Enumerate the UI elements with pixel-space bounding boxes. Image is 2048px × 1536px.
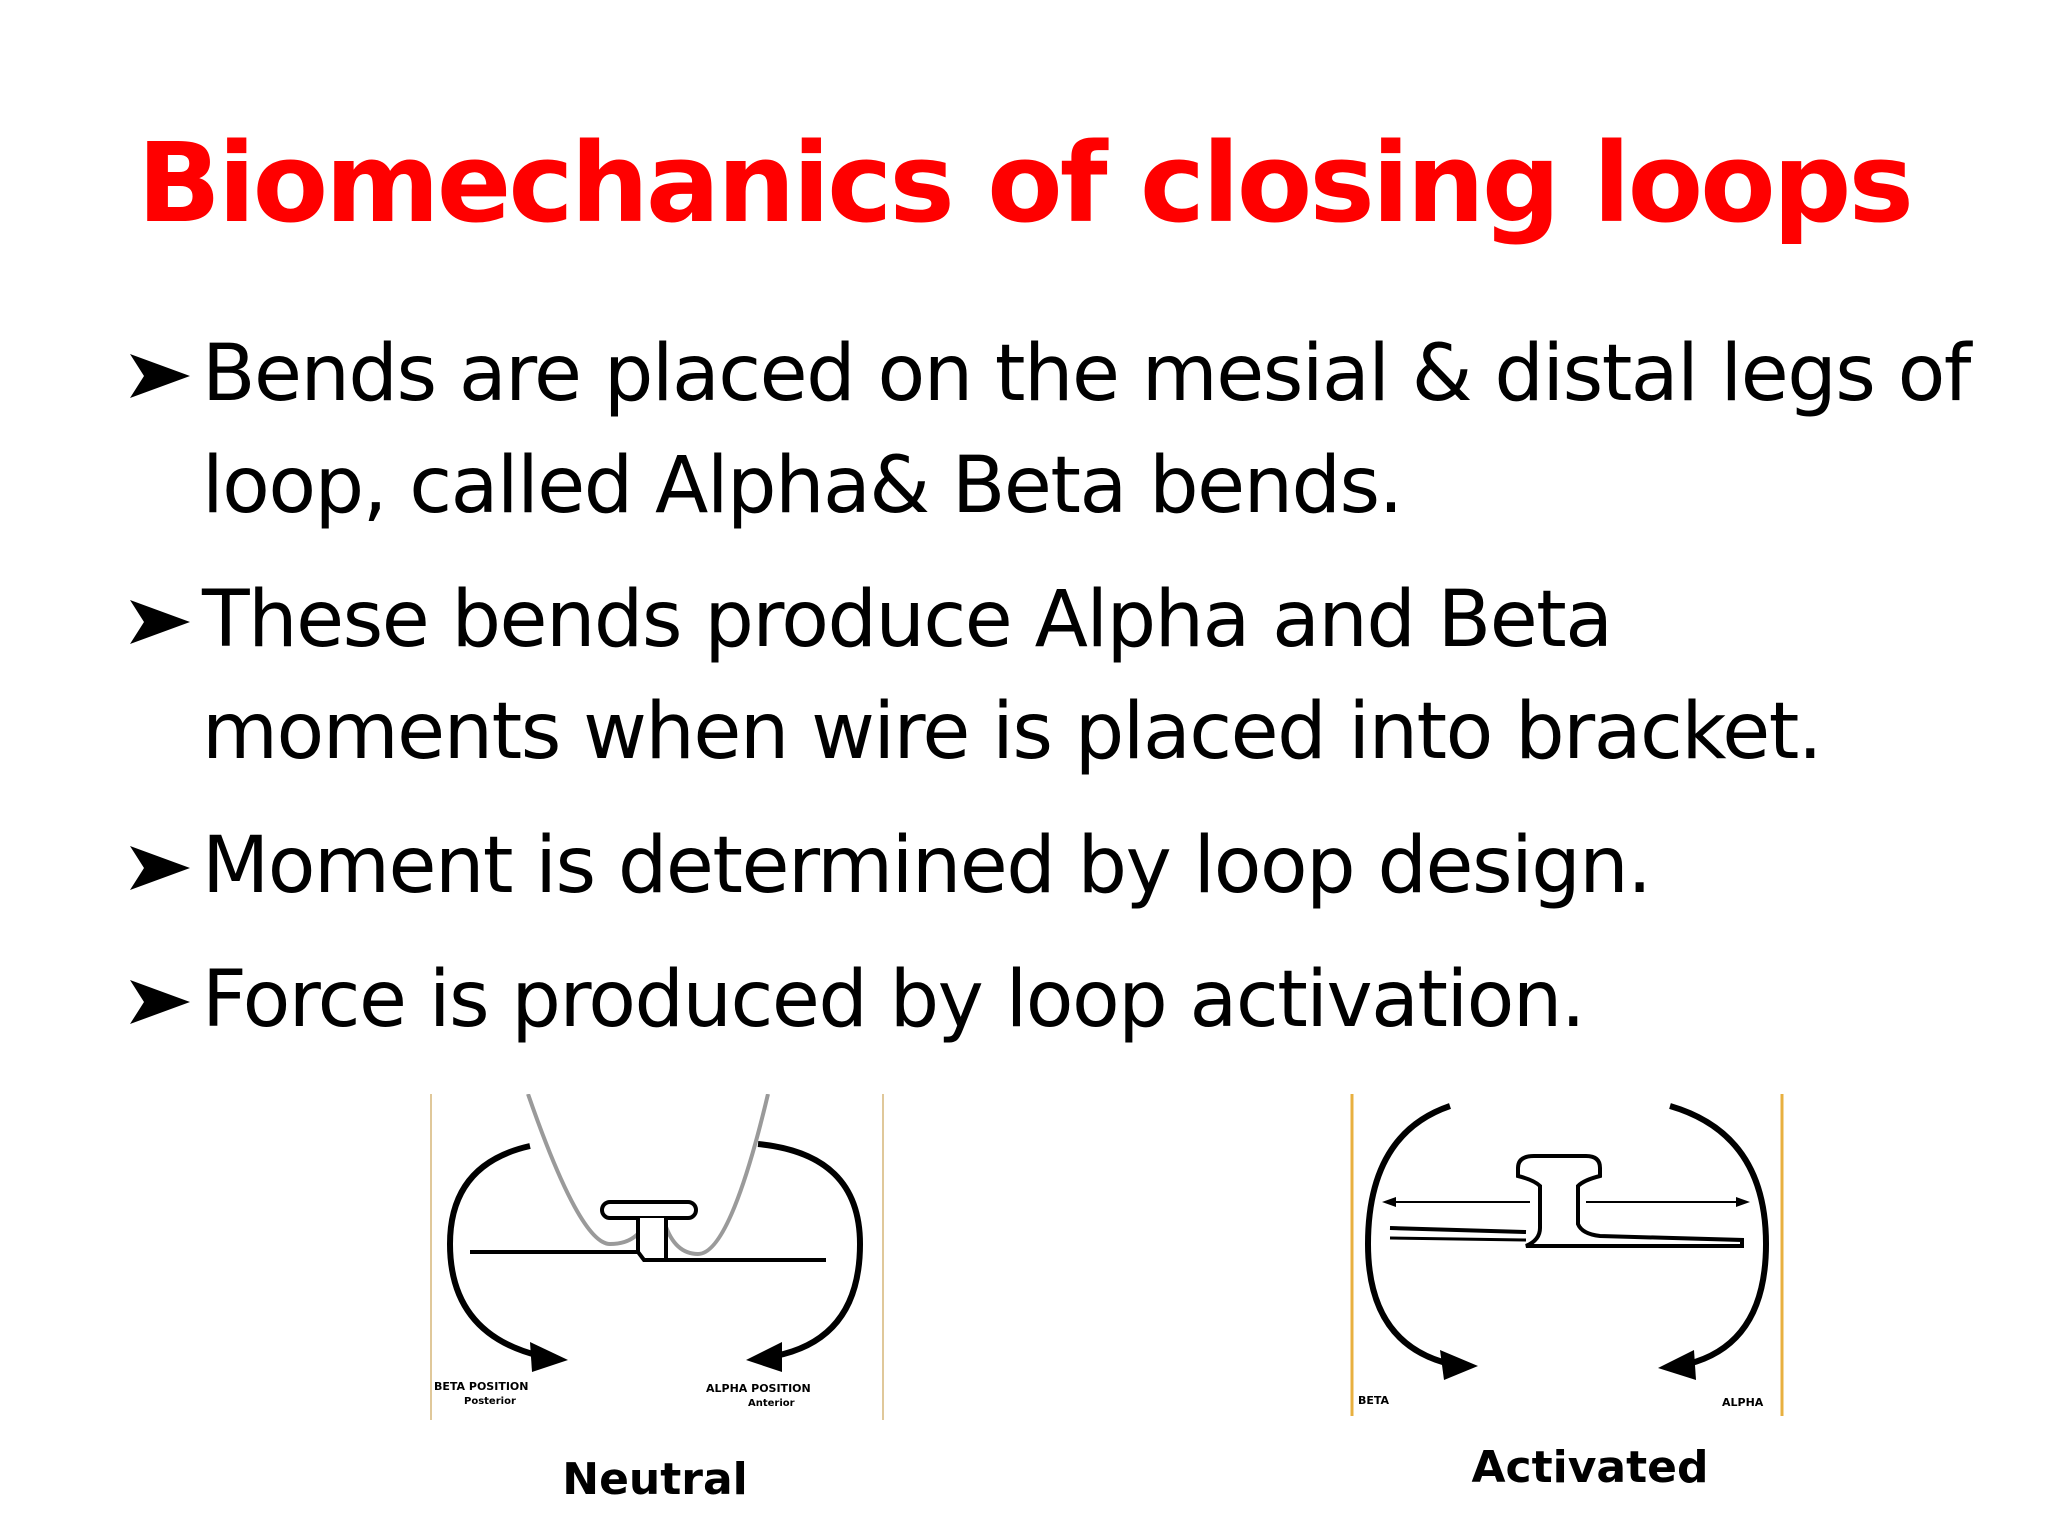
alpha-position-sublabel: Anterior: [748, 1398, 795, 1409]
beta-position-sublabel: Posterior: [464, 1396, 516, 1407]
beta-position-label: BETA POSITION: [434, 1380, 528, 1393]
neutral-caption: Neutral: [562, 1454, 748, 1505]
activated-caption: Activated: [1471, 1442, 1709, 1493]
alpha-position-label: ALPHA POSITION: [706, 1382, 811, 1395]
arrow-bullet-icon: [130, 846, 190, 890]
beta-label: BETA: [1358, 1394, 1390, 1407]
bullet-text: Bends are placed on the mesial & distal …: [202, 329, 1971, 531]
bullet-text: These bends produce Alpha and Beta momen…: [202, 575, 1823, 777]
bullet-item: Moment is determined by loop design.: [128, 810, 1988, 922]
bullet-text: Moment is determined by loop design.: [202, 821, 1652, 911]
alpha-label: ALPHA: [1722, 1396, 1764, 1409]
arrow-bullet-icon: [130, 600, 190, 644]
neutral-diagram: BETA POSITION Posterior ALPHA POSITION A…: [430, 1094, 884, 1420]
arrow-bullet-icon: [130, 354, 190, 398]
bullet-item: Bends are placed on the mesial & distal …: [128, 318, 1988, 542]
slide-title: Biomechanics of closing loops: [137, 119, 1914, 247]
bullet-item: Force is produced by loop activation.: [128, 944, 1988, 1056]
arrow-bullet-icon: [130, 980, 190, 1024]
bullet-item: These bends produce Alpha and Beta momen…: [128, 564, 1988, 788]
bullet-text: Force is produced by loop activation.: [202, 955, 1586, 1045]
bullet-list: Bends are placed on the mesial & distal …: [128, 318, 1988, 1078]
activated-diagram: BETA ALPHA: [1350, 1094, 1784, 1416]
